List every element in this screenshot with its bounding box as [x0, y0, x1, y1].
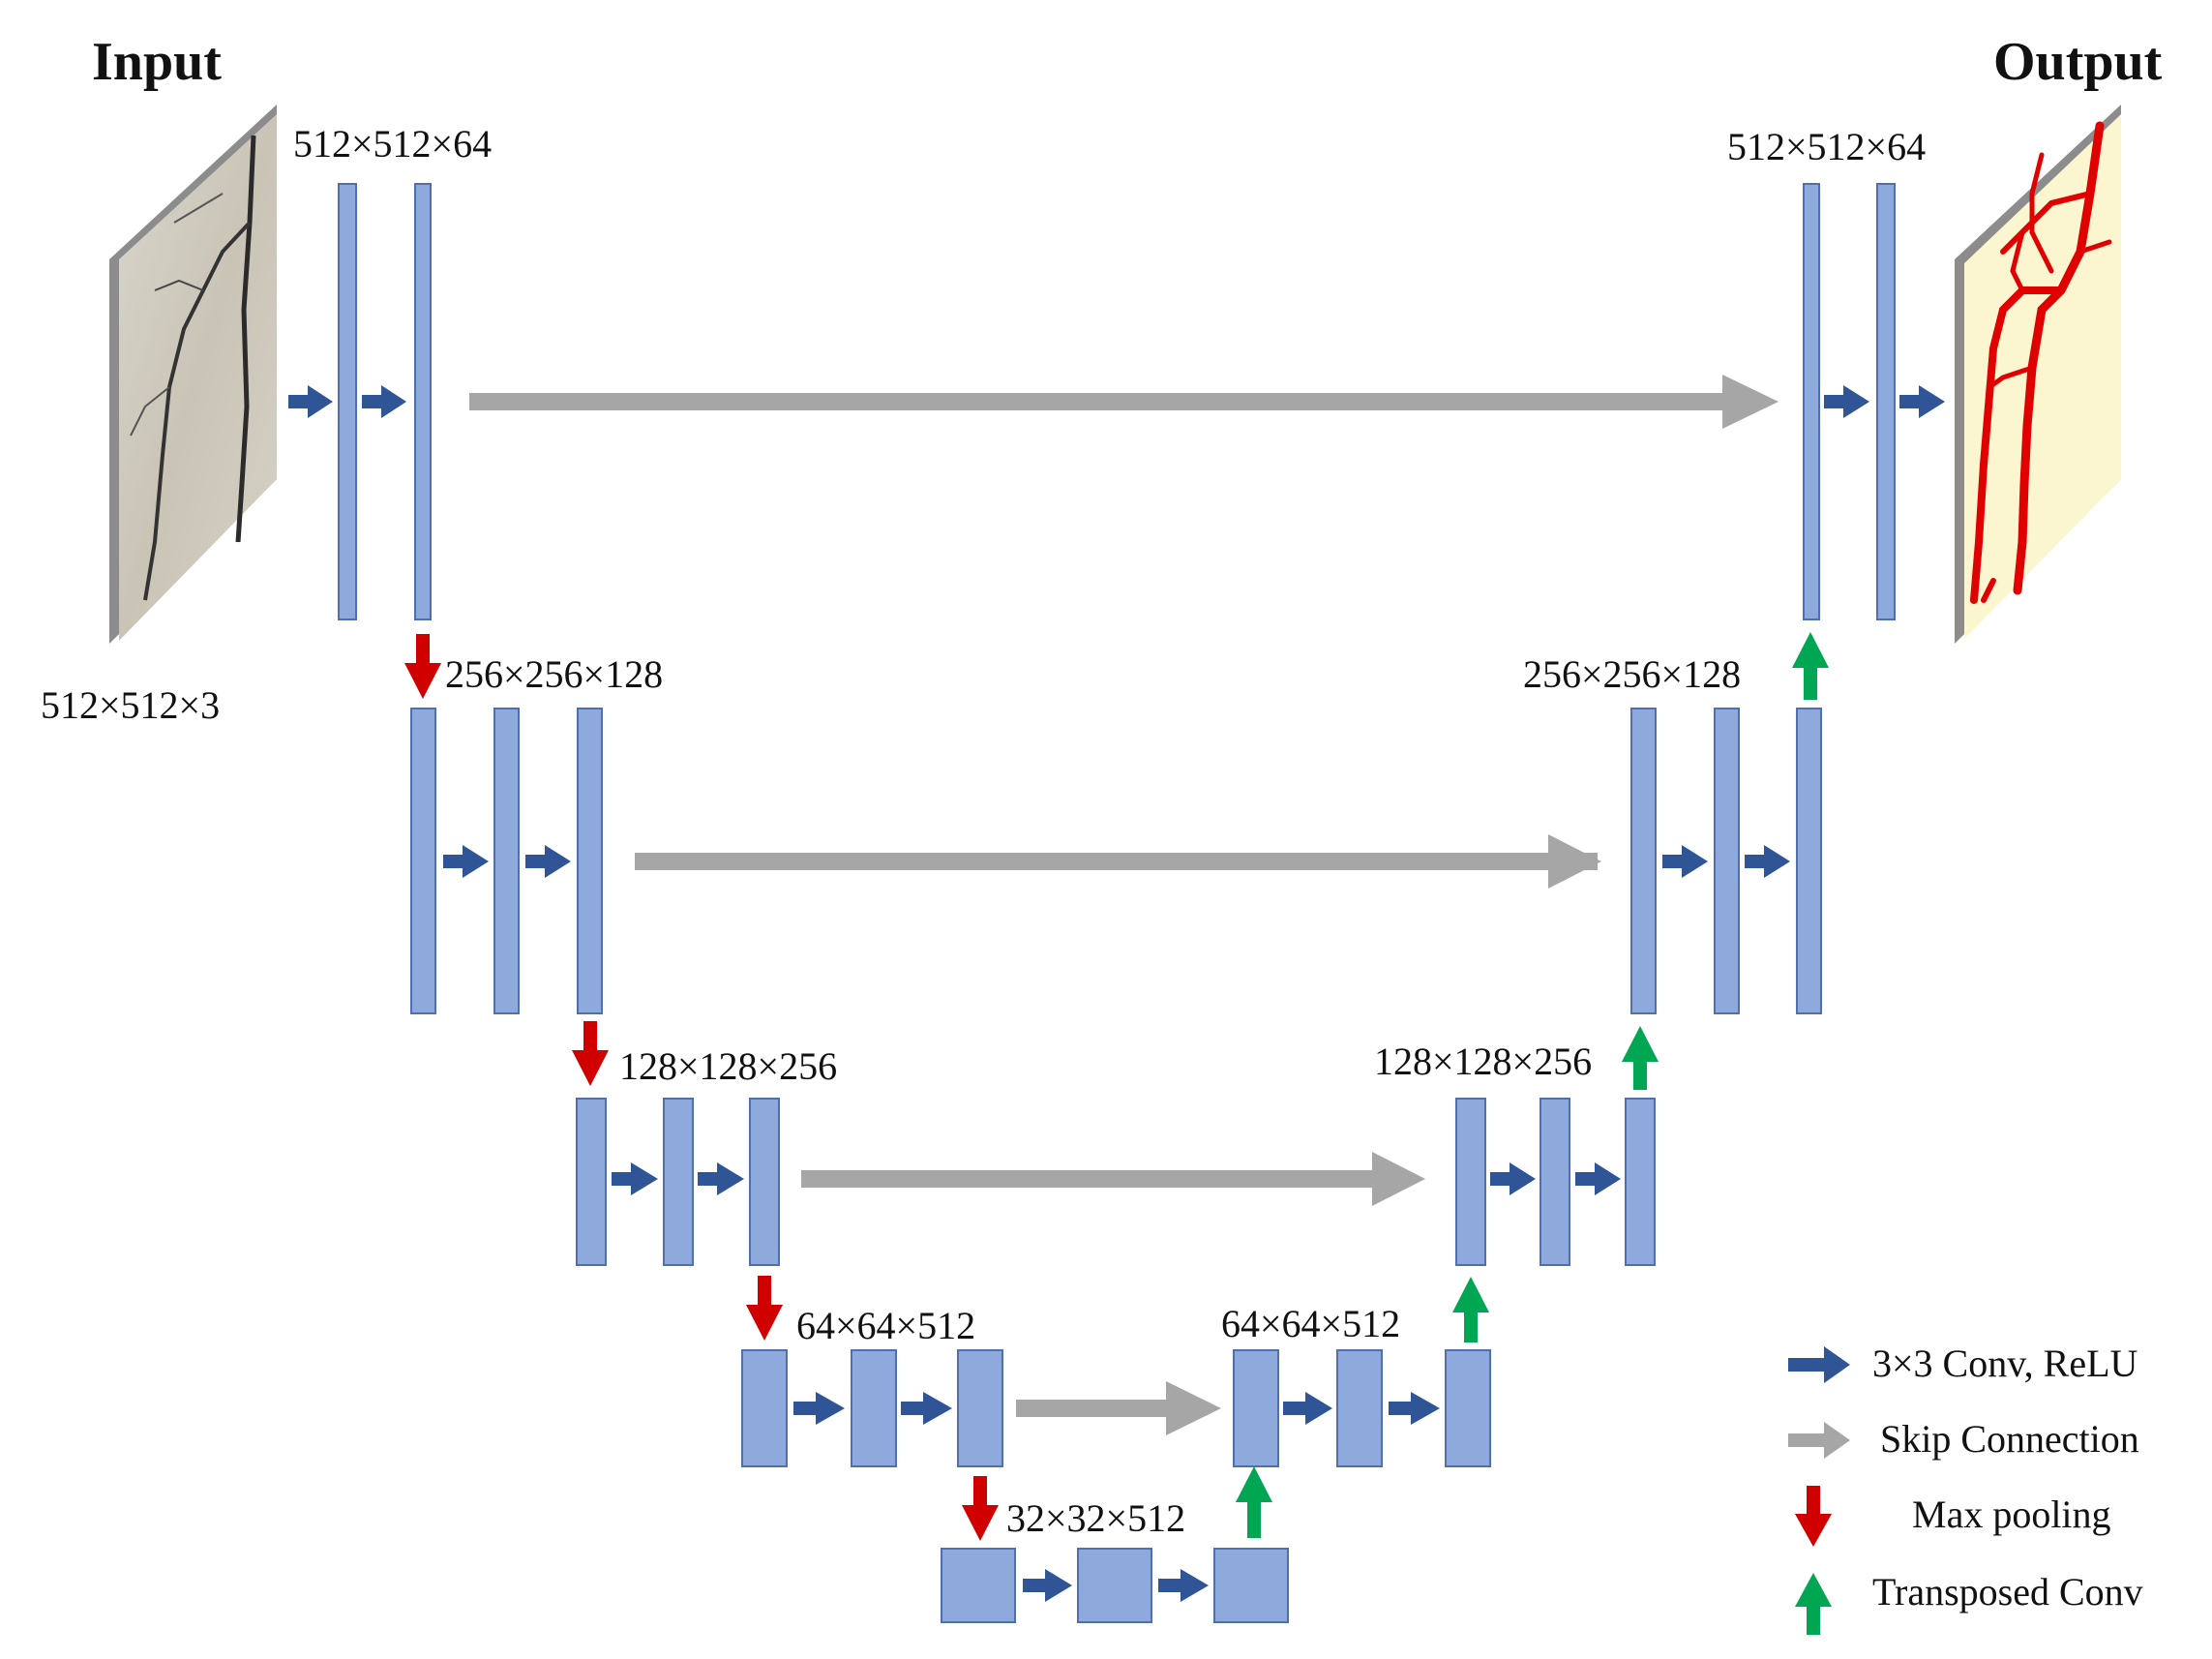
feature-map-enc2-c [577, 708, 603, 1014]
input-image [109, 105, 277, 644]
upconv-arrows [1236, 632, 1829, 1538]
feature-map-enc1-b [414, 183, 432, 620]
conv-arrow [612, 1162, 658, 1195]
legend-pool-label: Max pooling [1912, 1493, 2111, 1536]
dim-label-dec3: 128×128×256 [1374, 1040, 1592, 1083]
conv-arrow [362, 385, 406, 418]
feature-map-dec3-c [1625, 1098, 1656, 1266]
feature-map-enc2-b [493, 708, 520, 1014]
feature-map-enc4-b [851, 1349, 897, 1467]
pool-arrow [404, 634, 441, 699]
input-title: Input [92, 32, 222, 92]
legend: 3×3 Conv, ReLU Skip Connection Max pooli… [1788, 1342, 2143, 1635]
feature-map-enc4-a [741, 1349, 788, 1467]
output-title: Output [1993, 32, 2163, 92]
conv-arrow [901, 1392, 952, 1425]
skip-arrow-level3 [801, 1152, 1425, 1206]
upconv-arrow [1792, 632, 1829, 700]
feature-map-bottleneck-c [1213, 1548, 1289, 1623]
conv-arrows [288, 385, 1945, 1602]
conv-arrow [1824, 385, 1869, 418]
feature-map-enc3-b [663, 1098, 694, 1266]
pool-arrow [962, 1476, 999, 1541]
conv-arrow [1575, 1162, 1621, 1195]
skip-arrow-level2 [635, 834, 1601, 889]
skip-arrow-level1 [469, 375, 1779, 429]
legend-conv-label: 3×3 Conv, ReLU [1872, 1342, 2138, 1385]
blue-right-arrow-icon [1788, 1346, 1850, 1383]
upconv-arrow [1236, 1466, 1272, 1538]
red-down-arrow-icon [1795, 1486, 1832, 1547]
conv-arrow [1158, 1569, 1209, 1602]
conv-arrow [1283, 1392, 1332, 1425]
input-shape-label: 512×512×3 [41, 683, 220, 727]
legend-item-skip: Skip Connection [1788, 1417, 2139, 1461]
dim-label-bottleneck: 32×32×512 [1006, 1496, 1185, 1540]
upconv-arrow [1622, 1026, 1659, 1090]
output-image [1955, 105, 2121, 644]
pool-arrow [572, 1021, 609, 1086]
conv-arrow [1389, 1392, 1440, 1425]
gray-right-arrow-icon [1788, 1422, 1850, 1459]
legend-item-pool: Max pooling [1795, 1486, 2111, 1547]
conv-arrow [1023, 1569, 1072, 1602]
green-up-arrow-icon [1795, 1573, 1832, 1635]
conv-arrow [1745, 845, 1790, 878]
conv-arrow [698, 1162, 744, 1195]
feature-map-enc3-a [576, 1098, 607, 1266]
feature-map-dec3-a [1455, 1098, 1486, 1266]
feature-map-enc4-c [957, 1349, 1003, 1467]
legend-skip-label: Skip Connection [1880, 1417, 2139, 1461]
pool-arrows [404, 634, 999, 1541]
feature-map-dec3-b [1539, 1098, 1570, 1266]
dim-label-enc4: 64×64×512 [796, 1304, 975, 1347]
feature-map-dec4-a [1233, 1349, 1279, 1467]
skip-arrow-level4 [1016, 1381, 1221, 1435]
skip-connections [469, 375, 1779, 1435]
feature-map-bottleneck-a [941, 1548, 1016, 1623]
feature-map-dec2-b [1714, 708, 1740, 1014]
conv-arrow [443, 845, 489, 878]
dim-label-dec2: 256×256×128 [1523, 652, 1741, 696]
legend-item-conv: 3×3 Conv, ReLU [1788, 1342, 2138, 1385]
conv-arrow [288, 385, 333, 418]
feature-map-bottleneck-b [1077, 1548, 1152, 1623]
dim-label-enc2: 256×256×128 [445, 652, 663, 696]
dim-label-dec4: 64×64×512 [1221, 1302, 1400, 1345]
feature-map-enc2-a [410, 708, 436, 1014]
dim-label-enc1: 512×512×64 [293, 122, 492, 166]
feature-map-dec1-b [1876, 183, 1896, 620]
conv-arrow [1490, 1162, 1536, 1195]
conv-arrow [793, 1392, 845, 1425]
pool-arrow [746, 1276, 783, 1341]
feature-map-enc3-c [749, 1098, 780, 1266]
feature-map-dec4-b [1336, 1349, 1383, 1467]
dim-label-dec1: 512×512×64 [1727, 125, 1926, 168]
feature-map-dec4-c [1445, 1349, 1491, 1467]
conv-arrow [525, 845, 571, 878]
feature-map-dec1-a [1803, 183, 1820, 620]
feature-map-enc1-a [338, 183, 357, 620]
dim-label-enc3: 128×128×256 [619, 1044, 837, 1088]
legend-item-upconv: Transposed Conv [1795, 1570, 2143, 1635]
feature-map-dec2-a [1630, 708, 1657, 1014]
legend-upconv-label: Transposed Conv [1872, 1570, 2143, 1614]
conv-arrow [1899, 385, 1945, 418]
feature-map-dec2-c [1796, 708, 1822, 1014]
conv-arrow [1662, 845, 1708, 878]
upconv-arrow [1452, 1277, 1489, 1342]
